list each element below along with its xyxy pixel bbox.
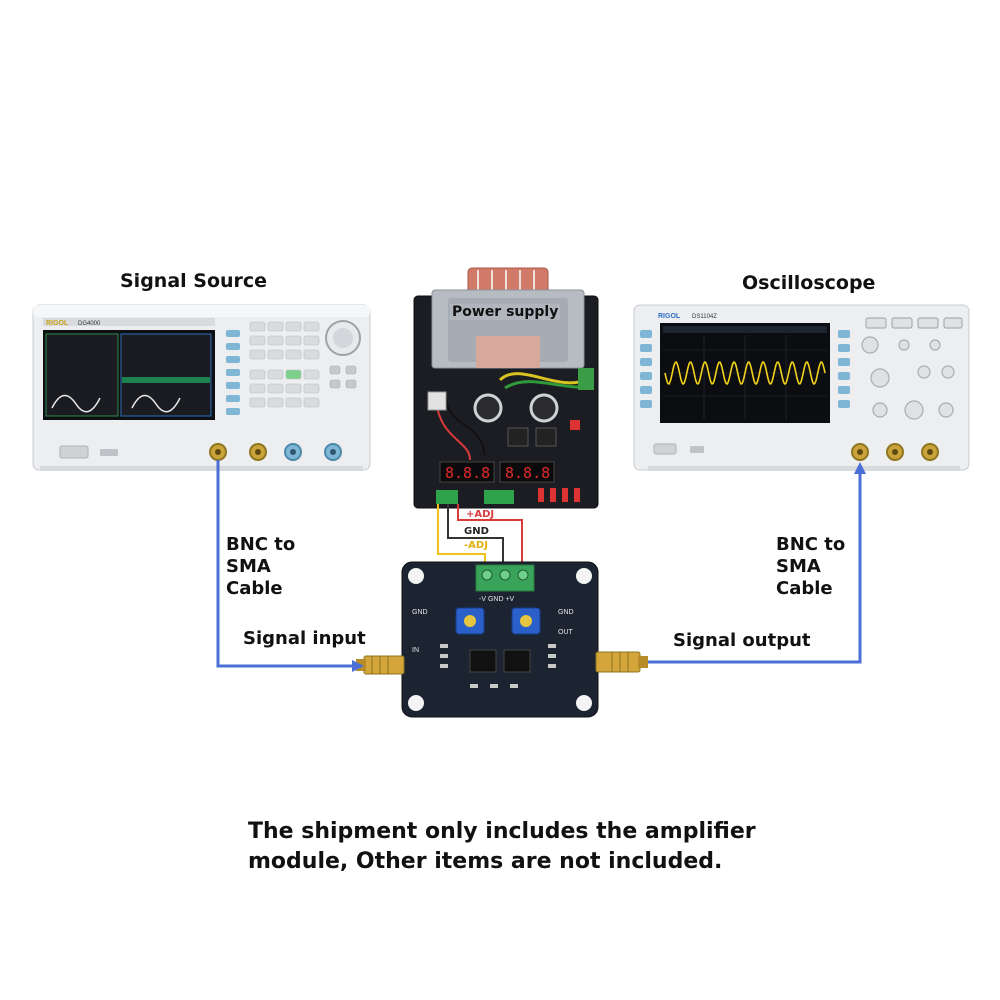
svg-text:8.8.8: 8.8.8 [445,464,490,482]
signal-source-label: Signal Source [120,270,268,292]
shipment-note: The shipment only includes the amplifier… [248,817,808,877]
supply-display-left [439,461,495,483]
signal-generator: RIGOL DG4000 [32,304,371,471]
output-cable [648,474,862,664]
wire-gnd [447,504,504,572]
oscilloscope: RIGOL DS1104Z [633,304,970,471]
oscilloscope-label: Oscilloscope [742,272,876,294]
generator-wave-left [51,394,101,413]
scope-brand: RIGOL [658,313,681,320]
shipment-note-line-2: module, Other items are not included. [248,849,723,874]
module-out: OUT [558,629,574,636]
input-cable [216,460,352,668]
signal-output-label: Signal output [673,630,811,651]
wire-plus-adj [457,504,523,572]
generator-wave-right [131,394,181,413]
sma-output-connector [595,651,648,673]
sma-input-connector [356,655,405,675]
generator-model: DG4000 [78,321,101,327]
input-cable-arrow [352,660,364,672]
power-supply-board: 8.8.8 8.8.8 [413,267,599,509]
module-terminal-labels: -V GND +V [479,596,515,603]
output-cable-arrow [854,462,866,474]
shipment-note-line-1: The shipment only includes the amplifier [248,819,756,844]
power-supply-label: Power supply [450,304,561,320]
module-gnd-right: GND [558,609,574,616]
wire-gnd-label: GND [464,526,489,537]
signal-cables [216,460,866,672]
module-in: IN [412,647,419,654]
supply-display-right [499,461,555,483]
wire-plus-adj-label: +ADJ [466,509,495,520]
scope-model: DS1104Z [692,314,717,320]
svg-text:8.8.8: 8.8.8 [505,464,550,482]
wire-minus-adj-label: -ADJ [464,540,488,551]
generator-brand: RIGOL [46,320,69,327]
amplifier-module: -V GND +V GND IN GND OUT [401,561,599,718]
bnc-cable-left-label: BNC to SMA Cable [226,534,296,599]
module-gnd-left: GND [412,609,428,616]
scope-waveform [664,360,826,386]
signal-input-label: Signal input [243,628,366,649]
bnc-cable-right-label: BNC to SMA Cable [776,534,846,599]
